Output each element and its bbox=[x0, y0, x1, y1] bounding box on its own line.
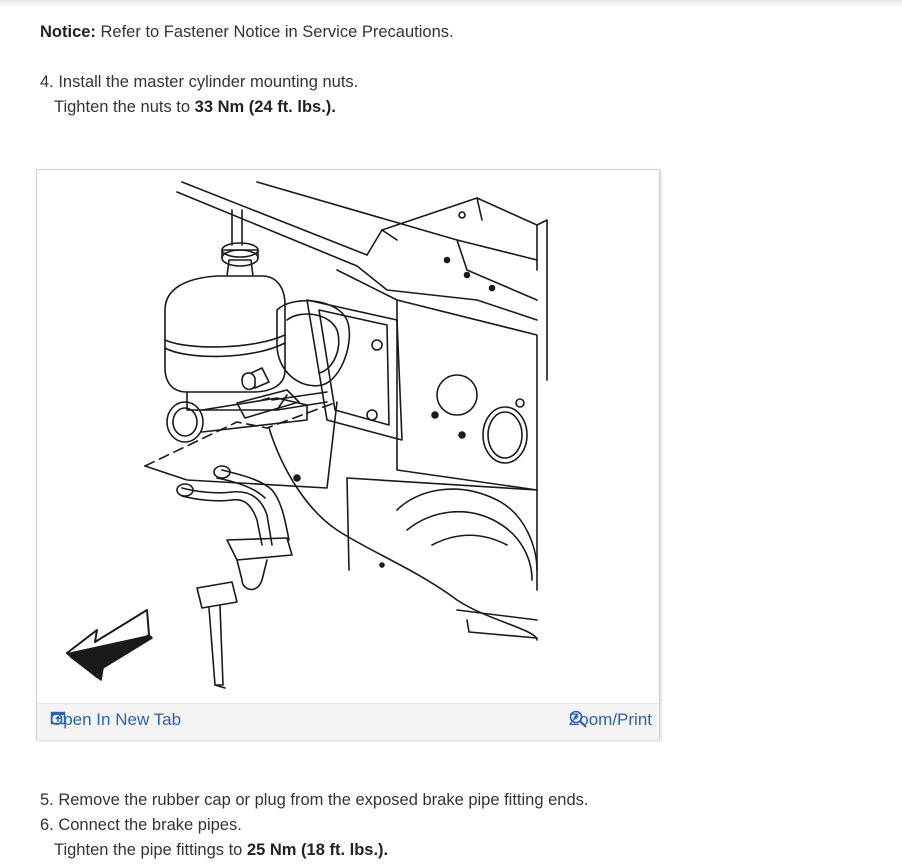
step-6-torque-value: 25 Nm (18 ft. lbs.). bbox=[246, 841, 389, 859]
step-4-torque: Tighten the nuts to 33 Nm (24 ft. lbs.). bbox=[40, 98, 336, 116]
open-in-new-tab-label: Open In New Tab bbox=[50, 710, 182, 729]
step-4: 4. Install the master cylinder mounting … bbox=[40, 70, 358, 120]
notice-text: Refer to Fastener Notice in Service Prec… bbox=[95, 23, 454, 41]
zoom-print-label: Zoom/Print bbox=[568, 710, 652, 729]
step-4-torque-value: 33 Nm (24 ft. lbs.). bbox=[194, 98, 336, 116]
step-6-torque-prefix: Tighten the pipe fittings to bbox=[54, 841, 247, 859]
step-6-instruction: 6. Connect the brake pipes. bbox=[40, 816, 242, 834]
top-shadow bbox=[0, 0, 902, 8]
notice-paragraph: Notice: Refer to Fastener Notice in Serv… bbox=[40, 20, 454, 45]
zoom-print-button[interactable]: Zoom/Print bbox=[569, 710, 652, 730]
step-6-torque: Tighten the pipe fittings to 25 Nm (18 f… bbox=[40, 841, 388, 859]
step-4-torque-prefix: Tighten the nuts to bbox=[54, 98, 195, 116]
master-cylinder-illustration bbox=[66, 181, 548, 689]
step-5: 5. Remove the rubber cap or plug from th… bbox=[40, 788, 589, 813]
step-4-instruction: 4. Install the master cylinder mounting … bbox=[40, 73, 359, 91]
figure-master-cylinder: Open In New Tab Zoom/Print bbox=[36, 169, 660, 740]
open-new-tab-icon bbox=[50, 711, 66, 725]
notice-label: Notice: bbox=[40, 23, 96, 41]
step-6: 6. Connect the brake pipes. Tighten the … bbox=[40, 813, 388, 863]
open-in-new-tab-button[interactable]: Open In New Tab bbox=[50, 710, 181, 730]
magnifier-plus-icon bbox=[569, 710, 587, 728]
step-5-instruction: 5. Remove the rubber cap or plug from th… bbox=[40, 791, 589, 809]
figure-toolbar: Open In New Tab Zoom/Print bbox=[37, 703, 659, 740]
